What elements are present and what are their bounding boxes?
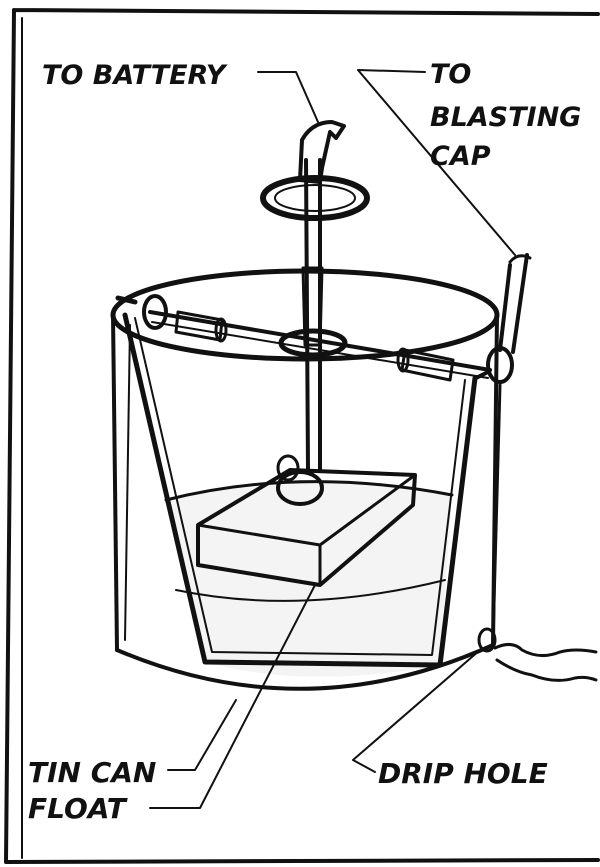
- contact-rod: [260, 158, 370, 472]
- float-block: [196, 454, 417, 587]
- cross-bar: [115, 294, 514, 384]
- right-rim-clamp: [474, 346, 514, 384]
- battery-wire: [298, 120, 346, 184]
- label-tin-can: TIN CAN: [28, 756, 156, 789]
- label-to-blasting-cap-line2: BLASTING: [430, 102, 581, 133]
- label-to-blasting-cap-line3: CAP: [430, 141, 491, 172]
- wire-cradle: [122, 312, 478, 668]
- leader-lines: [149, 69, 516, 809]
- left-sleeve: [174, 310, 228, 343]
- guide-ring: [278, 328, 348, 358]
- frame: [4, 8, 600, 864]
- contact-ring: [260, 175, 370, 221]
- left-rim-clamp: [115, 294, 168, 330]
- label-to-blasting-cap-line1: TO: [430, 59, 471, 90]
- label-float: FLOAT: [28, 792, 128, 825]
- right-sleeve: [396, 347, 455, 382]
- drip-hole: [477, 627, 598, 682]
- blasting-cap-wire: [491, 253, 532, 642]
- label-drip-hole: DRIP HOLE: [378, 757, 548, 790]
- label-to-battery: TO BATTERY: [42, 60, 228, 91]
